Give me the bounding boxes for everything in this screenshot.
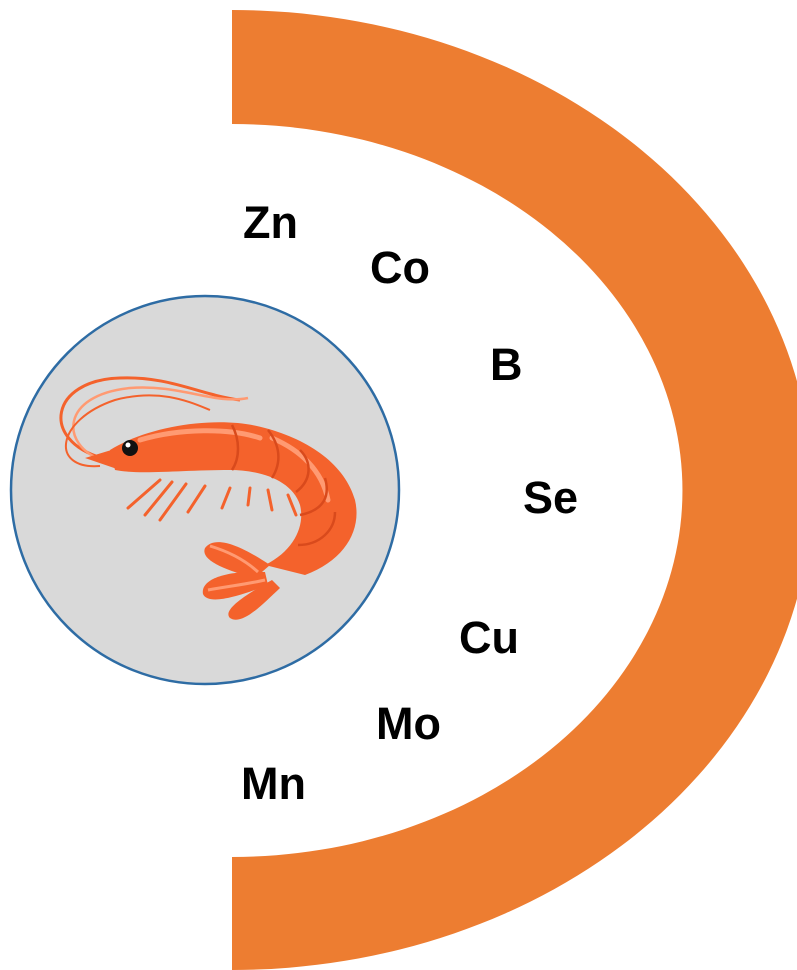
element-label-co: Co — [370, 245, 430, 290]
element-label-mn: Mn — [241, 761, 306, 806]
element-label-mo: Mo — [376, 701, 441, 746]
element-label-zn: Zn — [243, 200, 298, 245]
element-label-cu: Cu — [459, 615, 519, 660]
element-label-se: Se — [523, 475, 578, 520]
shrimp-circle — [11, 296, 399, 684]
element-label-b: B — [490, 342, 523, 387]
